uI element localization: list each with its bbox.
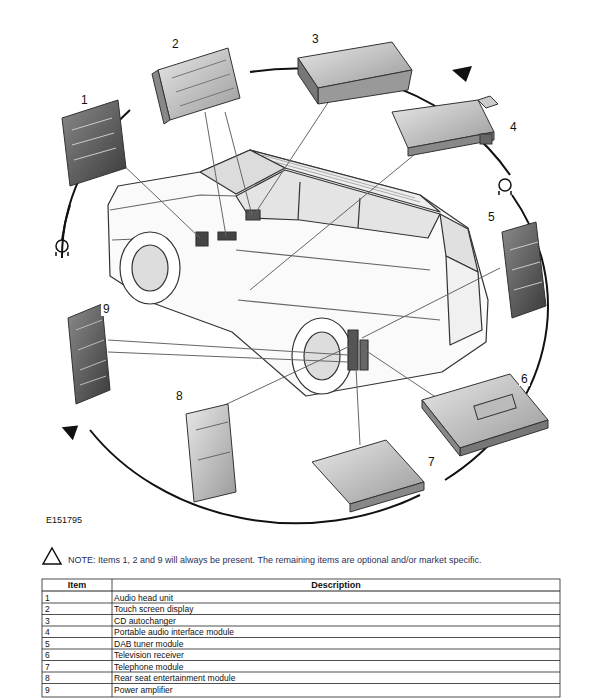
table-cell: 4 [45,628,50,637]
module-illustration [62,42,548,512]
figure-code: E151795 [46,516,82,526]
table-cell: 7 [45,663,50,672]
callout-number: 1 [79,94,90,107]
table-cell: 8 [45,674,50,683]
table-cell: Portable audio interface module [114,628,234,637]
table-header: Item [42,581,112,591]
table-cell: 9 [45,686,50,695]
table-cell: Touch screen display [114,605,193,614]
callout-number: 2 [170,38,181,51]
table-cell: Rear seat entertainment module [114,674,235,683]
table-cell: 1 [45,594,50,603]
callout-number: 3 [310,33,321,46]
table-cell: DAB tuner module [114,640,183,649]
callout-number: 9 [101,303,112,316]
callout-number: 5 [486,211,497,224]
table-cell: Telephone module [114,663,183,672]
table-cell: 2 [45,605,50,614]
note-text: NOTE: Items 1, 2 and 9 will always be pr… [68,556,482,566]
flow-arrow [62,422,83,443]
table-cell: 3 [45,617,50,626]
note-icon [43,548,61,564]
table-cell: Audio head unit [114,594,173,603]
callout-number: 8 [174,390,185,403]
table-cell: CD autochanger [114,617,176,626]
flow-arrow [452,66,472,82]
callout-number: 6 [519,373,530,386]
table-grid [42,579,560,697]
table-cell: 5 [45,640,50,649]
table-cell: Power amplifier [114,686,173,695]
table-header: Description [112,581,560,591]
table-cell: 6 [45,651,50,660]
table-cell: Television receiver [114,651,184,660]
callout-number: 4 [508,121,519,134]
callout-number: 7 [426,456,437,469]
leader-line [108,92,500,445]
flow-ring [62,69,548,524]
vehicle [108,150,488,396]
